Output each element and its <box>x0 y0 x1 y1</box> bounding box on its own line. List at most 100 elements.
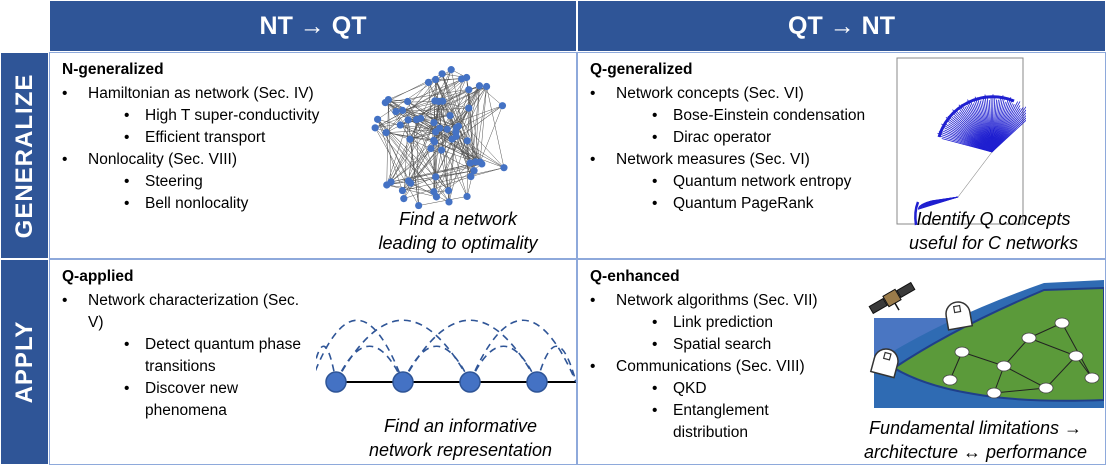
list-subitem: Steering <box>88 171 319 193</box>
network-node <box>954 346 970 358</box>
list-item: Network concepts (Sec. VI) Bose-Einstein… <box>590 83 910 149</box>
long-range-link <box>469 345 538 383</box>
network-node <box>500 164 508 172</box>
cell-n-generalized: N-generalized Hamiltonian as network (Se… <box>49 52 577 259</box>
cell-title: Q-enhanced <box>590 268 680 285</box>
row-header-generalize: GENERALIZE <box>0 52 49 259</box>
land <box>892 286 1104 402</box>
chain-node <box>526 371 548 393</box>
long-range-link <box>316 345 337 383</box>
cell-q-enhanced: Q-enhanced Network algorithms (Sec. VII)… <box>577 259 1106 465</box>
network-edge <box>441 129 448 151</box>
network-edge <box>467 140 472 177</box>
network-edge <box>433 100 436 123</box>
network-node <box>371 124 379 132</box>
network-node <box>1038 382 1054 394</box>
network-edge <box>402 167 505 191</box>
network-node <box>430 118 438 127</box>
network-edge <box>441 73 468 141</box>
network-edge <box>441 73 457 128</box>
network-edge <box>435 163 482 178</box>
fan-arc <box>937 95 1015 138</box>
network-edge <box>388 99 392 182</box>
eigenvector-fan-plot <box>896 57 1026 226</box>
network-edge <box>438 101 483 165</box>
list-subitem: Spatial search <box>616 334 860 356</box>
network-edge <box>407 119 419 206</box>
network-edge <box>374 127 419 206</box>
network-node <box>438 70 446 78</box>
network-edge <box>479 105 503 163</box>
cell-q-applied: Q-applied Network characterization (Sec.… <box>49 259 577 465</box>
network-edge <box>428 82 436 177</box>
network-edge <box>448 85 480 202</box>
network-node <box>427 144 435 153</box>
network-edge <box>377 69 452 120</box>
network-edge <box>386 77 467 186</box>
network-edge <box>435 79 476 162</box>
list-subitem: Efficient transport <box>88 127 319 149</box>
random-network-illustration <box>371 66 508 210</box>
network-node <box>446 111 454 120</box>
network-edge <box>403 85 480 199</box>
long-range-link <box>402 319 538 383</box>
network-edge <box>479 86 487 163</box>
network-node <box>382 129 390 137</box>
network-edge <box>442 101 505 168</box>
chain-node <box>392 371 414 393</box>
network-edge <box>375 127 411 140</box>
network-edge <box>961 351 1005 367</box>
list-subitem: Entanglement distribution <box>616 400 823 444</box>
list-subitem: Dirac operator <box>616 127 910 149</box>
network-node <box>447 66 455 74</box>
network-node <box>398 106 407 115</box>
list-subitem: Quantum network entropy <box>616 171 910 193</box>
network-edge <box>420 86 487 119</box>
list-item: Communications (Sec. VIII) QKD Entanglem… <box>590 356 860 444</box>
network-edge <box>441 73 471 164</box>
network-node <box>463 192 471 201</box>
quantum-network-earth-illustration <box>868 280 1104 408</box>
network-node <box>465 104 473 112</box>
fan-line <box>931 196 959 202</box>
network-edge <box>449 77 467 116</box>
network-node <box>986 387 1002 399</box>
network-node <box>431 75 440 84</box>
long-range-link <box>536 345 576 383</box>
network-edge <box>1003 337 1030 367</box>
ground-station-icon <box>869 348 899 379</box>
network-node <box>424 78 433 86</box>
network-edge <box>409 122 435 140</box>
item-list: Network algorithms (Sec. VII) Link predi… <box>590 290 860 444</box>
network-node <box>435 97 443 106</box>
list-subitem: Detect quantum phase transitions <box>88 334 320 378</box>
row-header-apply: APPLY <box>0 259 49 465</box>
network-edge <box>386 184 437 198</box>
caption: Find a network leading to optimality <box>378 209 538 253</box>
network-node <box>471 158 480 166</box>
network-edge <box>1045 355 1077 389</box>
network-edge <box>441 73 483 165</box>
network-edge <box>409 139 431 149</box>
network-node <box>452 132 460 140</box>
network-edge <box>418 196 468 206</box>
column-header-qt-to-nt: QT → NT <box>577 0 1106 52</box>
network-node <box>444 187 453 195</box>
network-node <box>436 124 444 132</box>
network-node <box>475 82 484 90</box>
list-item: Network measures (Sec. VI) Quantum netwo… <box>590 149 910 215</box>
network-edge <box>420 118 476 163</box>
network-edge <box>375 101 443 129</box>
list-subitem: Quantum PageRank <box>616 193 910 215</box>
network-edge <box>390 140 434 183</box>
network-edge <box>386 170 475 186</box>
network-node <box>374 115 382 123</box>
network-edge <box>441 85 480 151</box>
network-node <box>430 136 438 144</box>
list-item: Network algorithms (Sec. VII) Link predi… <box>590 290 860 356</box>
network-edge <box>1061 322 1093 379</box>
network-node <box>404 177 413 185</box>
network-edge <box>467 140 481 163</box>
fan-arc <box>914 201 920 226</box>
network-node <box>412 116 421 124</box>
